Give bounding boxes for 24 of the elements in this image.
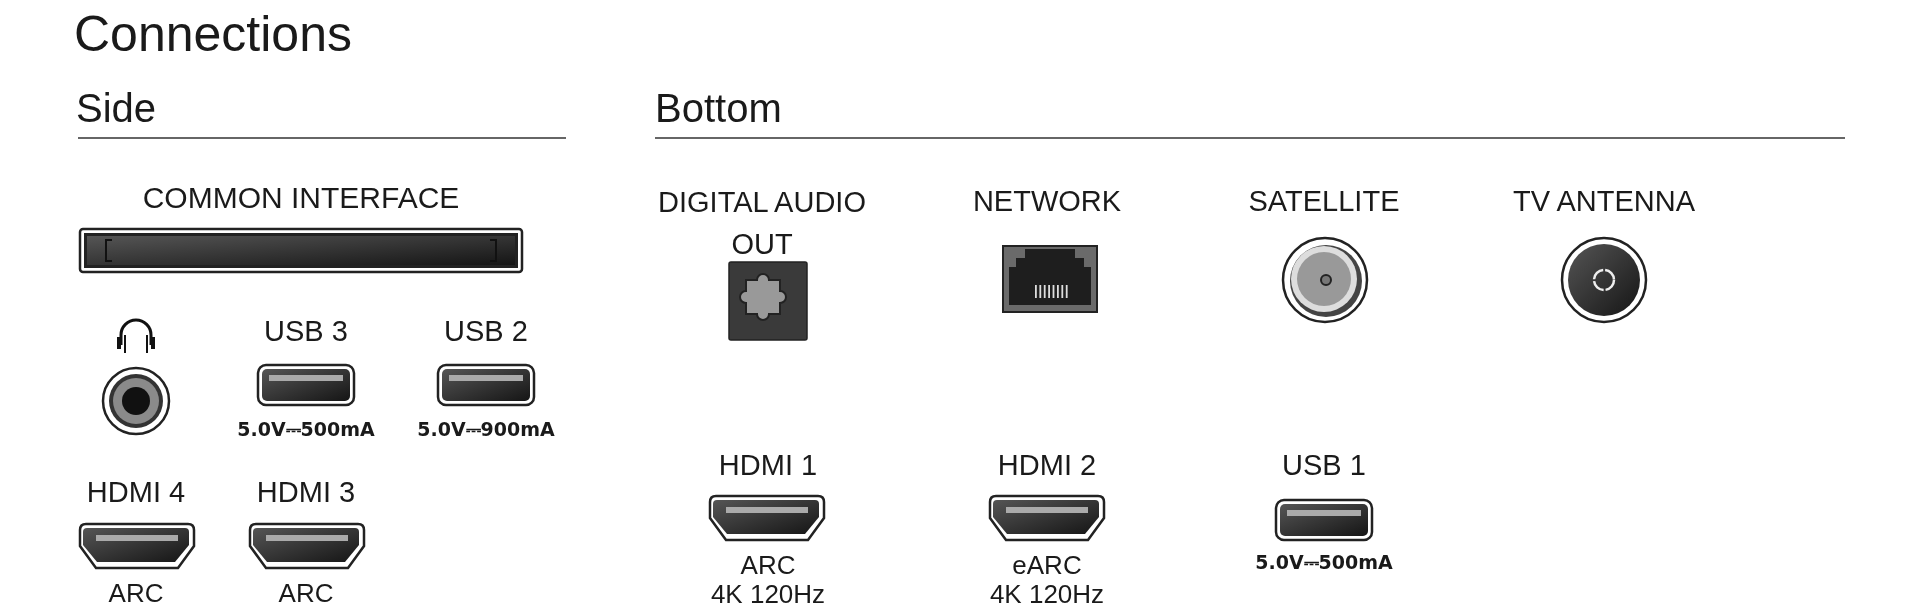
port-label: HDMI 4	[86, 477, 186, 509]
port-label: USB 2	[444, 316, 528, 348]
spec-text: 5.0V⎓500mA	[237, 418, 375, 440]
port-note: eARC	[1012, 550, 1082, 580]
port-label: TV ANTENNA	[1512, 186, 1696, 218]
port-note: ARC	[740, 550, 796, 580]
spec-text: 5.0V⎓500mA	[1255, 551, 1393, 573]
port-label: SATELLITE	[1248, 186, 1400, 218]
port-label: NETWORK	[972, 186, 1122, 218]
page-title: Connections	[74, 6, 352, 62]
port-note: ARC	[108, 578, 164, 608]
spec-text: 5.0V⎓900mA	[417, 418, 555, 440]
port-note: 4K 120Hz	[710, 579, 826, 609]
port-note: ARC	[278, 578, 334, 608]
port-label: USB 1	[1282, 450, 1366, 482]
port-label: HDMI 1	[718, 450, 818, 482]
port-label: DIGITAL AUDIO OUT	[657, 184, 867, 262]
port-label: COMMON INTERFACE	[142, 180, 460, 214]
port-label: USB 3	[264, 316, 348, 348]
port-label: HDMI 2	[997, 450, 1097, 482]
port-label: HDMI 3	[256, 477, 356, 509]
port-note: 4K 120Hz	[989, 579, 1105, 609]
heading: Side	[76, 86, 157, 130]
heading: Bottom	[655, 86, 782, 130]
